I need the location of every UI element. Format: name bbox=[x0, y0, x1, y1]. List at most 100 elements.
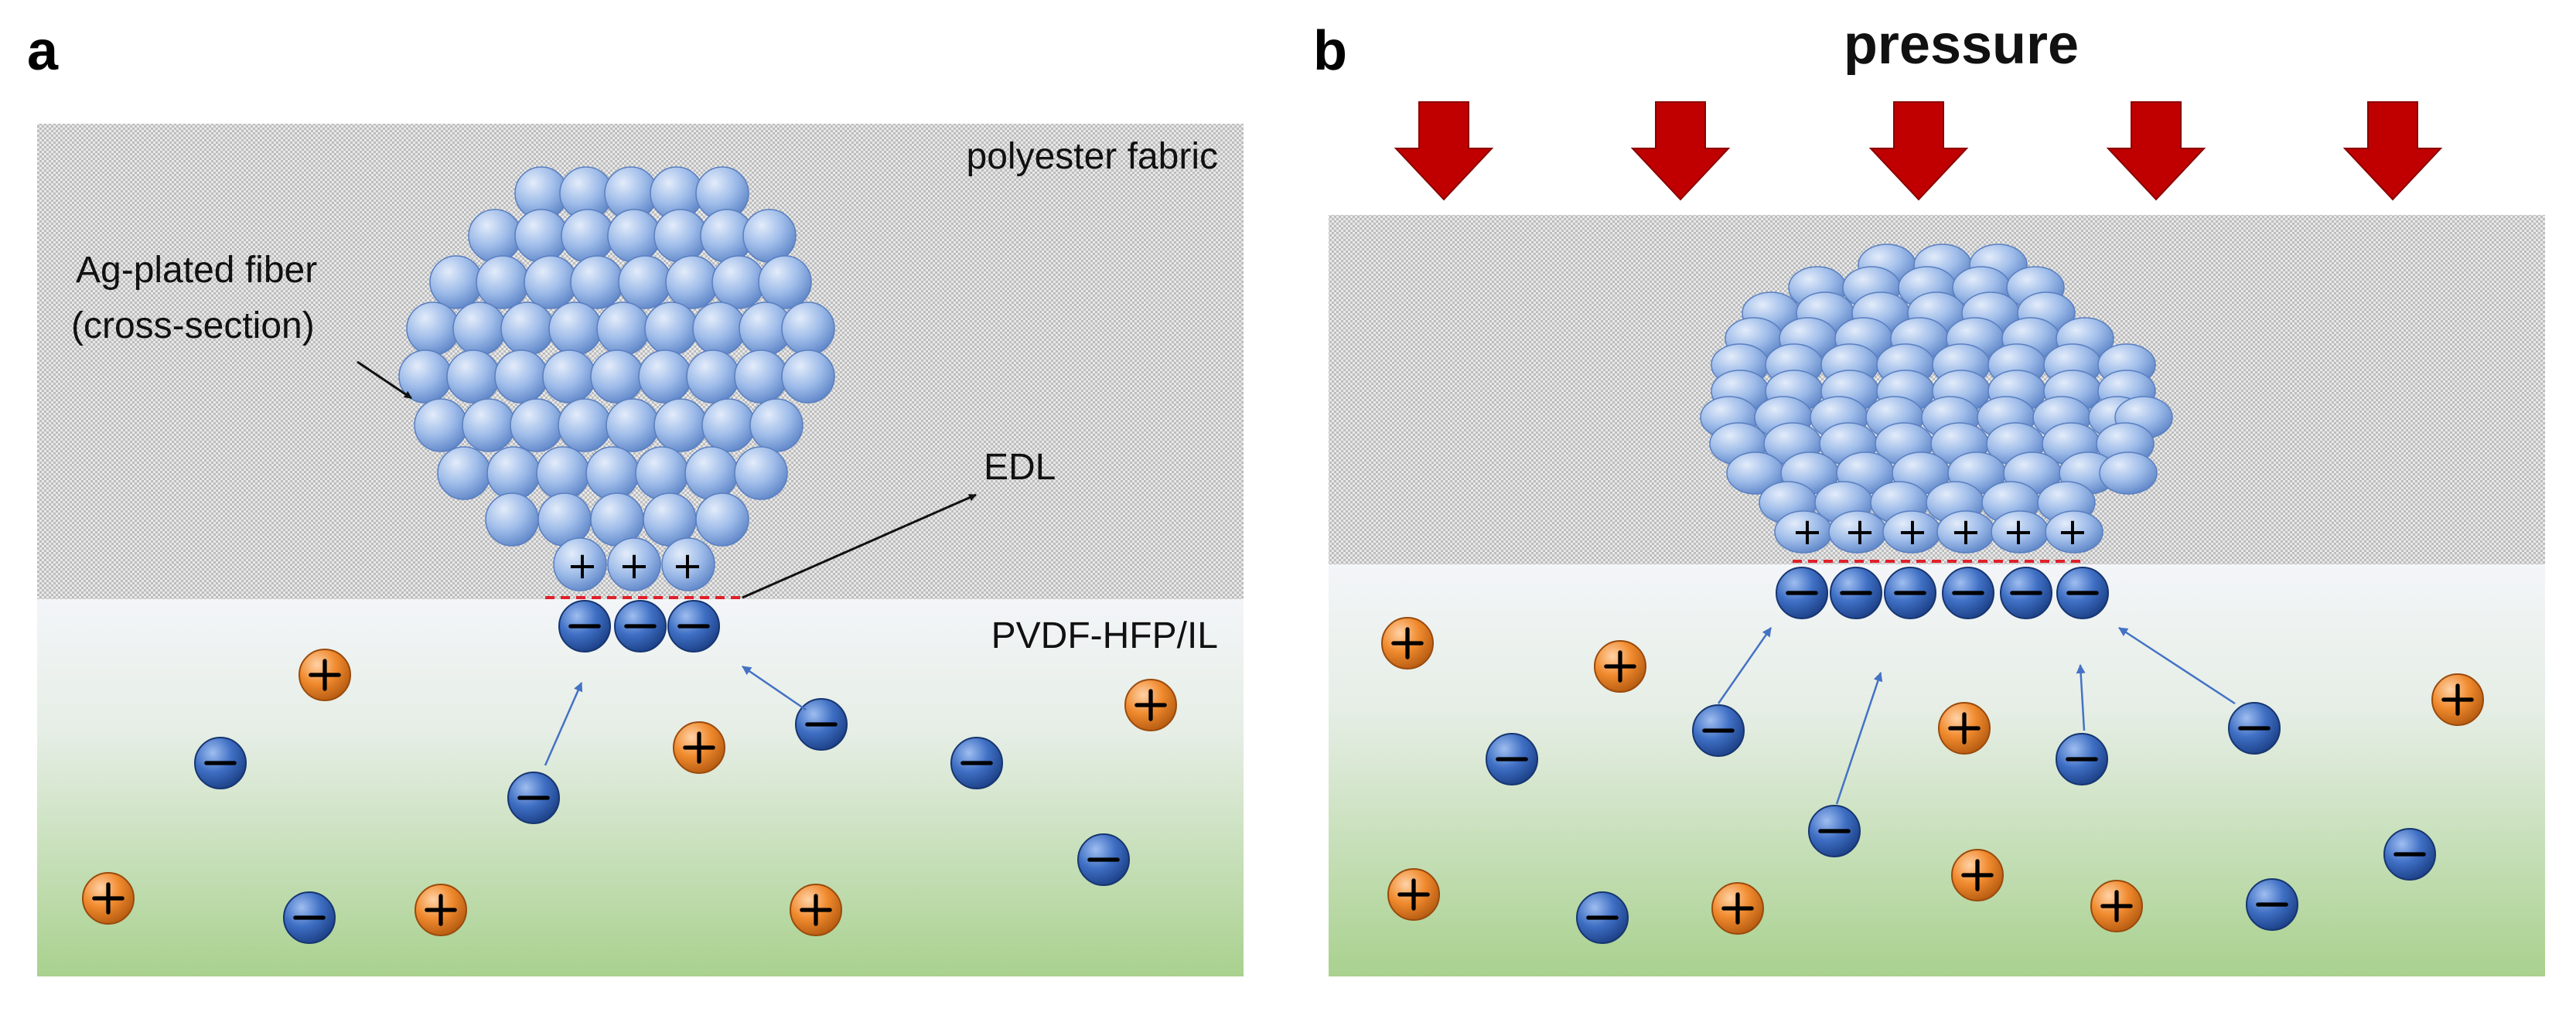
cation-ion bbox=[673, 721, 725, 774]
pressure-arrows bbox=[1394, 101, 2443, 201]
cation-ion bbox=[1711, 882, 1764, 935]
pressure-arrow-icon bbox=[1394, 101, 1494, 201]
cation-ion bbox=[82, 872, 135, 925]
ag-filament bbox=[548, 302, 602, 356]
anion-ion bbox=[1830, 567, 1882, 619]
panel-a-letter: a bbox=[27, 20, 59, 82]
ag-filament bbox=[414, 398, 468, 452]
ag-filament bbox=[644, 302, 698, 356]
edl-label: EDL bbox=[984, 447, 1056, 488]
ag-filament bbox=[711, 255, 766, 309]
surface-charge-plus: + bbox=[2003, 510, 2034, 554]
ag-filament bbox=[570, 255, 624, 309]
anion-ion bbox=[283, 891, 336, 944]
ag-filament bbox=[742, 209, 797, 263]
anion-ion bbox=[2056, 567, 2109, 619]
ag-filament bbox=[734, 446, 788, 500]
ag-filament bbox=[692, 302, 746, 356]
ag-filament bbox=[486, 446, 541, 500]
fiber-pointer-line bbox=[357, 360, 412, 400]
ion-migration-arrow bbox=[742, 665, 807, 711]
anion-ion bbox=[1776, 567, 1828, 619]
anion-ion bbox=[1077, 833, 1130, 886]
anion-ion bbox=[614, 600, 667, 653]
panel-a: +++ a polyester fabric Ag-plated fiber (… bbox=[27, 20, 1244, 976]
pressure-arrow-icon bbox=[2106, 101, 2206, 201]
anion-ion bbox=[507, 772, 560, 824]
anion-ion bbox=[1884, 567, 1936, 619]
ion-migration-arrow bbox=[2076, 664, 2086, 731]
ag-filament bbox=[701, 398, 756, 452]
ag-filament bbox=[524, 255, 578, 309]
ag-filament bbox=[494, 349, 548, 404]
ag-filament bbox=[749, 398, 804, 452]
panel-a-electrolyte-layer bbox=[37, 599, 1244, 976]
panel-a-fiber-cross-section: +++ bbox=[398, 166, 835, 599]
ag-filament bbox=[437, 446, 491, 500]
ag-filament bbox=[585, 446, 640, 500]
ag-filament bbox=[596, 302, 650, 356]
surface-charge-plus: + bbox=[2057, 510, 2088, 554]
edl-pointer-line bbox=[742, 493, 977, 599]
pressure-arrow-icon bbox=[2342, 101, 2443, 201]
ag-filament bbox=[452, 302, 507, 356]
ag-filament bbox=[485, 492, 539, 547]
cation-ion bbox=[2090, 880, 2143, 932]
anion-ion bbox=[2056, 733, 2108, 785]
pressure-arrow-icon bbox=[1630, 101, 1731, 201]
cation-ion bbox=[1938, 702, 1991, 755]
panel-b-fiber-cross-section: ++++++ bbox=[1700, 244, 2173, 563]
ag-filament bbox=[686, 349, 740, 404]
ag-filament bbox=[476, 255, 530, 309]
ag-filament bbox=[553, 537, 607, 591]
cation-ion bbox=[1381, 617, 1434, 670]
ag-filament bbox=[462, 398, 516, 452]
surface-charge-plus: + bbox=[567, 544, 598, 588]
ag-filament bbox=[468, 209, 522, 263]
ag-filament bbox=[510, 398, 564, 452]
anion-ion bbox=[667, 600, 720, 653]
surface-charge-plus: + bbox=[1792, 510, 1823, 554]
fabric-label: polyester fabric bbox=[967, 136, 1218, 177]
ag-filament bbox=[514, 209, 568, 263]
ag-filament bbox=[607, 209, 661, 263]
anion-ion bbox=[1486, 733, 1538, 785]
cation-ion bbox=[1124, 679, 1177, 731]
fiber-label-line1: Ag-plated fiber bbox=[76, 250, 317, 291]
ag-filament bbox=[781, 302, 835, 356]
anion-ion bbox=[795, 698, 848, 751]
cation-ion bbox=[2431, 673, 2484, 726]
ag-filament bbox=[406, 302, 460, 356]
ag-filament bbox=[684, 446, 739, 500]
ag-filament bbox=[606, 398, 660, 452]
ag-filament bbox=[590, 349, 644, 404]
ag-filament bbox=[536, 446, 590, 500]
ion-migration-arrow bbox=[544, 682, 583, 766]
ag-filament bbox=[2099, 451, 2158, 495]
cation-ion bbox=[1951, 849, 2004, 901]
cation-ion bbox=[1594, 640, 1646, 693]
anion-ion bbox=[2228, 702, 2281, 755]
ag-filament bbox=[607, 537, 661, 591]
cation-ion bbox=[299, 649, 351, 701]
surface-charge-plus: + bbox=[672, 544, 703, 588]
ag-filament bbox=[542, 349, 596, 404]
anion-ion bbox=[194, 737, 247, 789]
panel-b: ++++++ b pressure bbox=[1313, 14, 2545, 976]
ag-filament bbox=[758, 255, 812, 309]
anion-ion bbox=[1576, 891, 1629, 944]
ag-filament bbox=[618, 255, 672, 309]
panel-b-letter: b bbox=[1313, 20, 1347, 82]
ag-filament bbox=[653, 398, 708, 452]
ag-filament bbox=[781, 349, 835, 404]
ag-filament bbox=[653, 209, 708, 263]
anion-ion bbox=[2246, 878, 2298, 931]
ag-filament bbox=[561, 209, 615, 263]
anion-ion bbox=[1942, 567, 1994, 619]
ag-filament bbox=[2045, 510, 2103, 554]
cation-ion bbox=[415, 884, 467, 936]
anion-ion bbox=[950, 737, 1003, 789]
ag-filament bbox=[558, 398, 612, 452]
cation-ion bbox=[790, 884, 842, 936]
ion-migration-arrow bbox=[1835, 672, 1883, 805]
